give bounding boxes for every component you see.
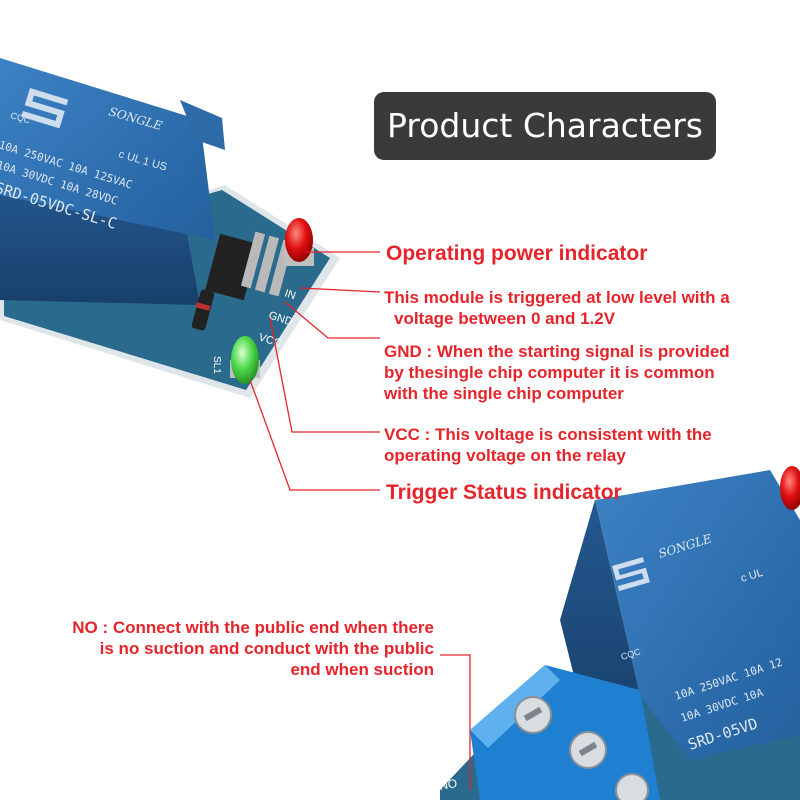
callout-lines xyxy=(249,251,471,790)
callout-trigger-low-line-2: voltage between 0 and 1.2V xyxy=(394,309,616,328)
leader-vcc xyxy=(269,317,380,433)
callout-gnd-line-2: by thesingle chip computer it is common xyxy=(384,363,715,382)
terminal-screw-3 xyxy=(615,773,649,805)
diode xyxy=(191,289,215,331)
callout-vcc-line-2: operating voltage on the relay xyxy=(384,446,626,465)
power-led xyxy=(284,218,314,266)
leader-no xyxy=(440,654,471,790)
callout-vcc-line-1: VCC : This voltage is consistent with th… xyxy=(384,425,712,444)
callout-trigger-low: This module is triggered at low level wi… xyxy=(384,287,730,329)
songle-logo-bottom xyxy=(612,557,650,591)
songle-logo xyxy=(21,88,69,129)
callout-no: NO : Connect with the public end when th… xyxy=(40,617,434,680)
leader-trigger-low xyxy=(299,287,381,293)
relay-body-front-bottom xyxy=(595,470,800,760)
trigger-led xyxy=(230,336,260,384)
callout-no-line-3: end when suction xyxy=(290,660,434,679)
title-banner: Product Characters xyxy=(374,92,716,160)
callout-gnd: GND : When the starting signal is provid… xyxy=(384,341,730,404)
callout-power-indicator: Operating power indicator xyxy=(386,242,648,265)
power-led-bottom xyxy=(780,466,800,510)
callout-trigger-low-line-1: This module is triggered at low level wi… xyxy=(384,288,730,307)
callout-gnd-line-3: with the single chip computer xyxy=(384,384,624,403)
leader-trigger-status xyxy=(249,379,380,491)
callout-gnd-line-1: GND : When the starting signal is provid… xyxy=(384,342,730,361)
callout-no-line-1: NO : Connect with the public end when th… xyxy=(72,618,434,637)
pin-label-sl: SL1 xyxy=(211,356,222,374)
pin-label-in: IN xyxy=(283,287,297,302)
relay-module-top: SONGLE CQC c UL 1 US 10A 250VAC 10A 125V… xyxy=(0,58,340,398)
terminal-label-no: NO xyxy=(438,776,458,793)
screw-terminal xyxy=(470,665,660,805)
leader-gnd xyxy=(284,301,380,339)
relay-module-bottom: SONGLE CQC c UL 10A 250VAC 10A 12 10A 30… xyxy=(438,466,800,805)
callout-vcc: VCC : This voltage is consistent with th… xyxy=(384,424,712,466)
callout-trigger-status: Trigger Status indicator xyxy=(386,481,622,504)
callout-no-line-2: is no suction and conduct with the publi… xyxy=(99,639,434,658)
relay-body-top xyxy=(0,58,215,240)
